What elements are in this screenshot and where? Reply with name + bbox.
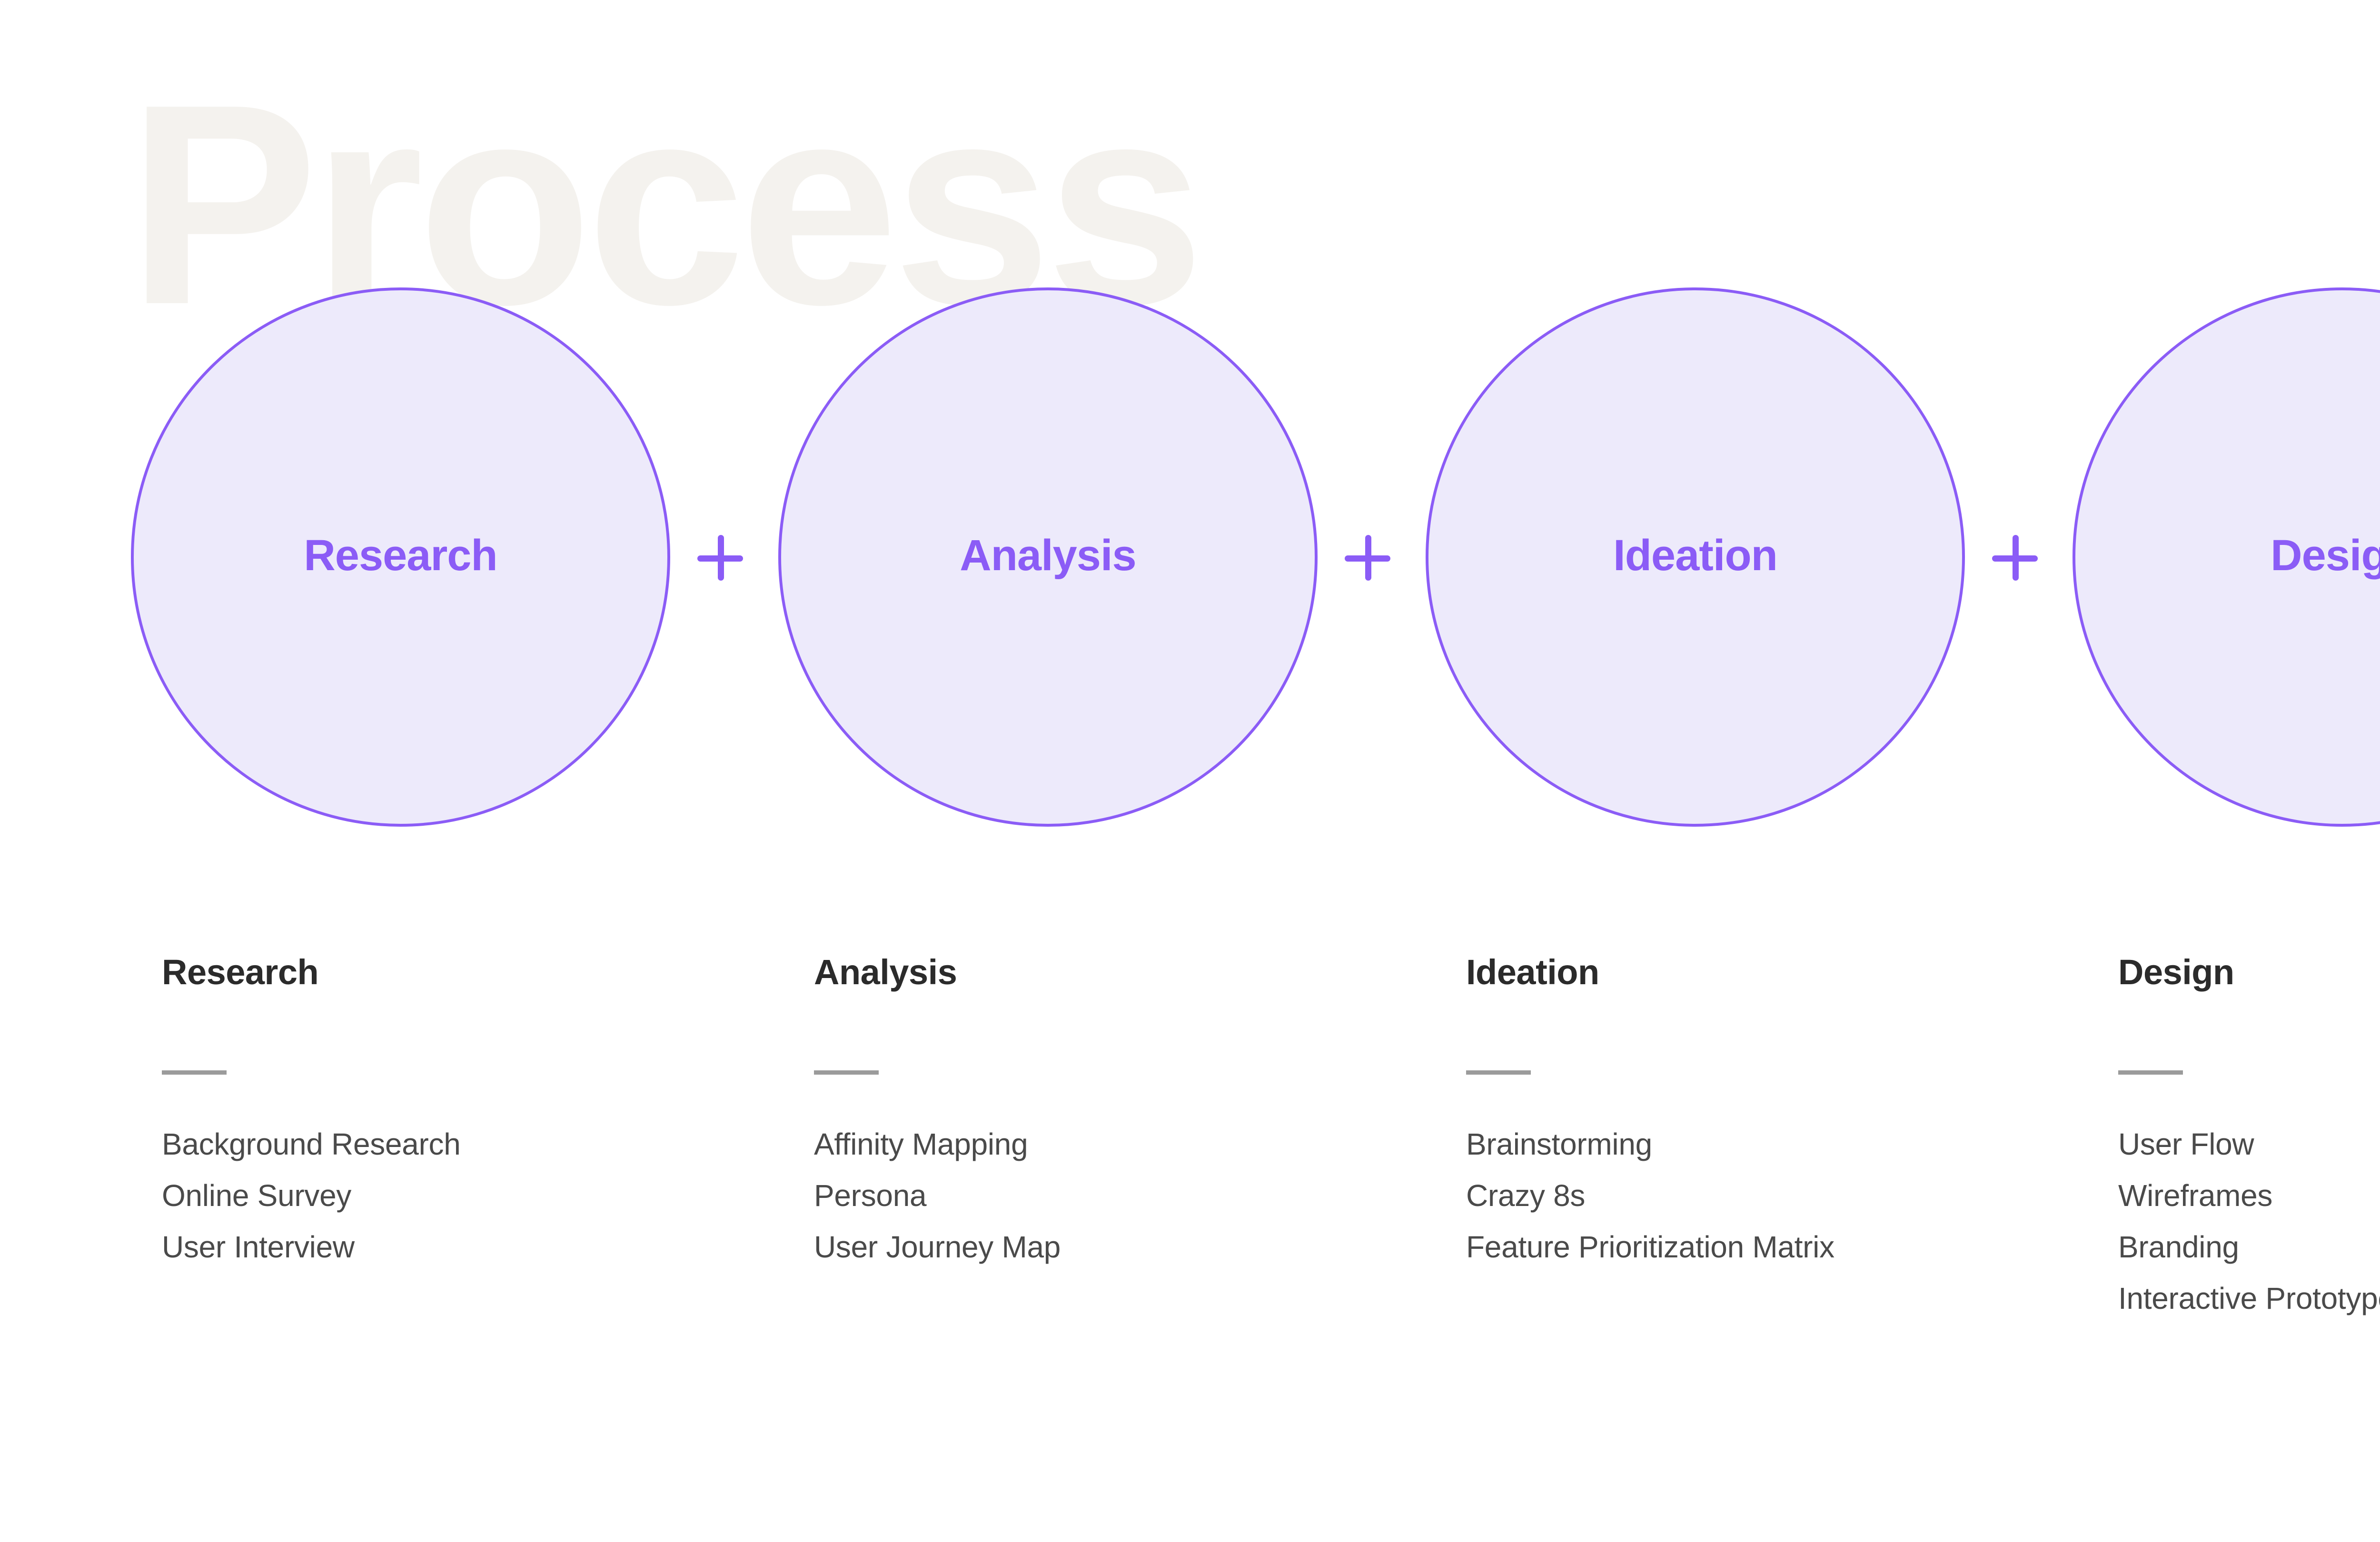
process-circle-row: Research Analysis Ideation Design [131, 287, 2380, 828]
stage-column-ideation: Ideation Brainstorming Crazy 8s Feature … [1466, 955, 2118, 1332]
stage-circle-label: Analysis [960, 531, 1136, 580]
plus-icon [1992, 535, 2038, 581]
column-title: Research [162, 952, 319, 992]
stage-column-research: Research Background Research Online Surv… [162, 955, 814, 1332]
stage-detail-columns: Research Background Research Online Surv… [162, 955, 2380, 1332]
list-item: Feature Prioritization Matrix [1466, 1230, 1835, 1264]
column-item-list: Affinity Mapping Persona User Journey Ma… [814, 1118, 1466, 1273]
plus-icon-vertical-bar [2013, 535, 2019, 581]
column-item-list: User Flow Wireframes Branding Interactiv… [2118, 1118, 2380, 1324]
list-item: Interactive Prototype [2118, 1281, 2380, 1315]
column-item-list: Brainstorming Crazy 8s Feature Prioritiz… [1466, 1118, 2118, 1273]
list-item: Wireframes [2118, 1178, 2273, 1213]
list-item: Persona [814, 1178, 927, 1213]
list-item: Background Research [162, 1127, 461, 1161]
stage-circle-research[interactable]: Research [131, 287, 670, 827]
plus-icon [697, 535, 743, 581]
stage-circle-design[interactable]: Design [2073, 287, 2380, 827]
plus-icon-vertical-bar [718, 535, 724, 581]
list-item: User Interview [162, 1230, 355, 1264]
column-item-list: Background Research Online Survey User I… [162, 1118, 814, 1273]
column-title: Analysis [814, 952, 957, 992]
column-divider [162, 1070, 227, 1075]
list-item: Branding [2118, 1230, 2239, 1264]
column-title: Design [2118, 952, 2234, 992]
column-divider [814, 1070, 879, 1075]
list-item: Brainstorming [1466, 1127, 1652, 1161]
column-divider [1466, 1070, 1531, 1075]
list-item: Crazy 8s [1466, 1178, 1586, 1213]
list-item: User Flow [2118, 1127, 2254, 1161]
stage-circle-analysis[interactable]: Analysis [778, 287, 1318, 827]
stage-column-design: Design User Flow Wireframes Branding Int… [2118, 955, 2380, 1332]
list-item: User Journey Map [814, 1230, 1061, 1264]
list-item: Online Survey [162, 1178, 352, 1213]
stage-circle-label: Research [304, 531, 497, 580]
list-item: Affinity Mapping [814, 1127, 1028, 1161]
stage-circle-label: Ideation [1613, 531, 1778, 580]
stage-circle-label: Design [2271, 531, 2380, 580]
plus-icon-vertical-bar [1365, 535, 1371, 581]
column-title: Ideation [1466, 952, 1599, 992]
plus-icon [1345, 535, 1390, 581]
stage-circle-ideation[interactable]: Ideation [1426, 287, 1965, 827]
stage-column-analysis: Analysis Affinity Mapping Persona User J… [814, 955, 1466, 1332]
column-divider [2118, 1070, 2183, 1075]
